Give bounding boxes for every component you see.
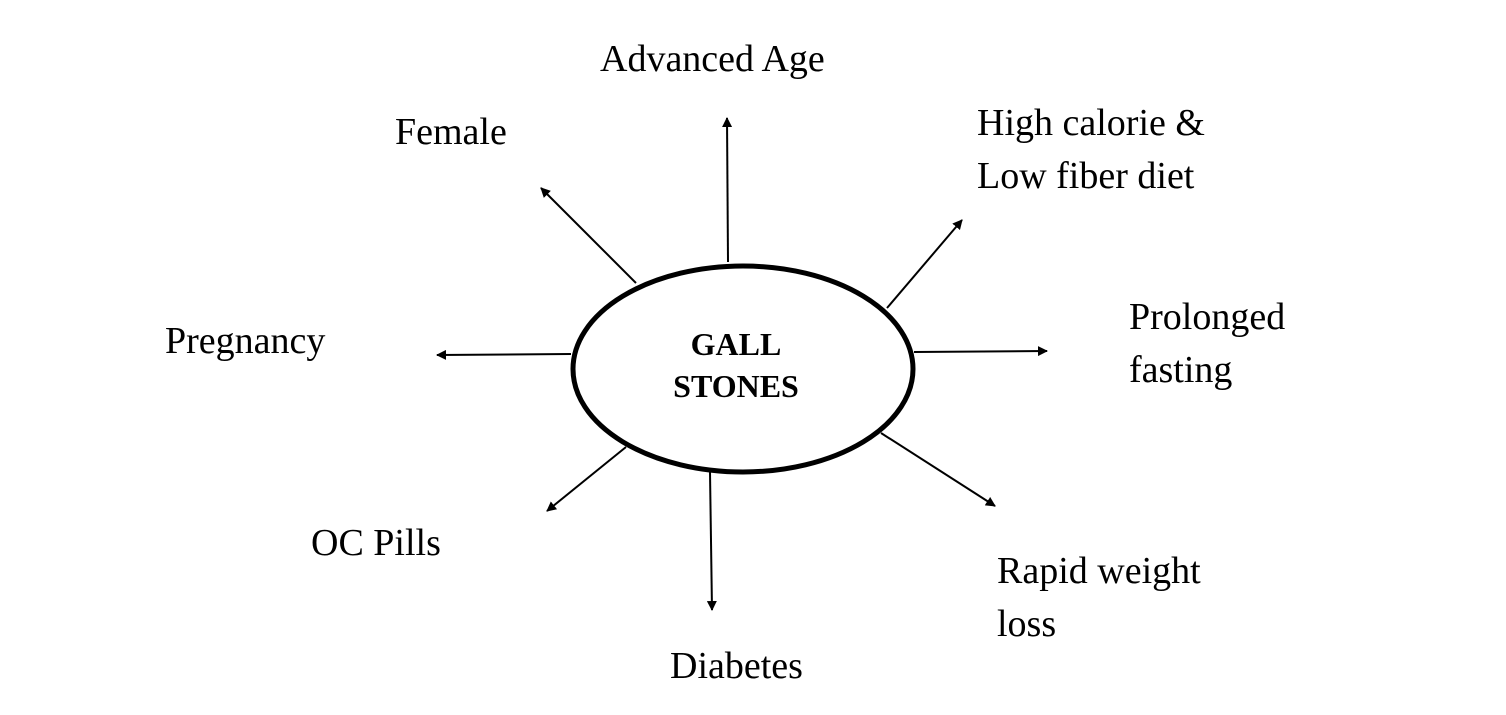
arrow-oc-pills	[546, 446, 627, 512]
center-label: GALL STONES	[586, 323, 886, 407]
label-rapid-line1: Rapid weight	[997, 550, 1201, 592]
arrow-rapid-weight-loss	[880, 432, 996, 507]
label-high-calorie-line2: Low fiber diet	[977, 155, 1195, 197]
arrow-female	[540, 187, 637, 284]
arrow-high-calorie-diet	[886, 219, 963, 309]
label-rapid-line2: loss	[997, 603, 1057, 645]
center-label-line2: STONES	[673, 368, 799, 404]
arrow-pregnancy	[436, 349, 572, 360]
label-high-calorie-diet: High calorie & Low fiber diet	[977, 97, 1205, 203]
label-prolonged-line2: fasting	[1129, 349, 1233, 391]
label-prolonged-line1: Prolonged	[1129, 296, 1286, 338]
label-diabetes: Diabetes	[670, 645, 803, 687]
label-high-calorie-line1: High calorie &	[977, 102, 1205, 144]
label-rapid-weight-loss: Rapid weight loss	[997, 545, 1201, 651]
label-advanced-age: Advanced Age	[600, 38, 825, 80]
arrow-prolonged-fasting	[913, 346, 1048, 357]
center-ellipse	[570, 263, 916, 475]
label-female: Female	[395, 111, 507, 153]
label-oc-pills: OC Pills	[311, 522, 441, 564]
arrow-diabetes	[706, 471, 717, 611]
label-pregnancy: Pregnancy	[165, 320, 326, 362]
label-prolonged-fasting: Prolonged fasting	[1129, 291, 1285, 397]
center-label-line1: GALL	[690, 326, 782, 362]
arrow-advanced-age	[722, 117, 733, 263]
